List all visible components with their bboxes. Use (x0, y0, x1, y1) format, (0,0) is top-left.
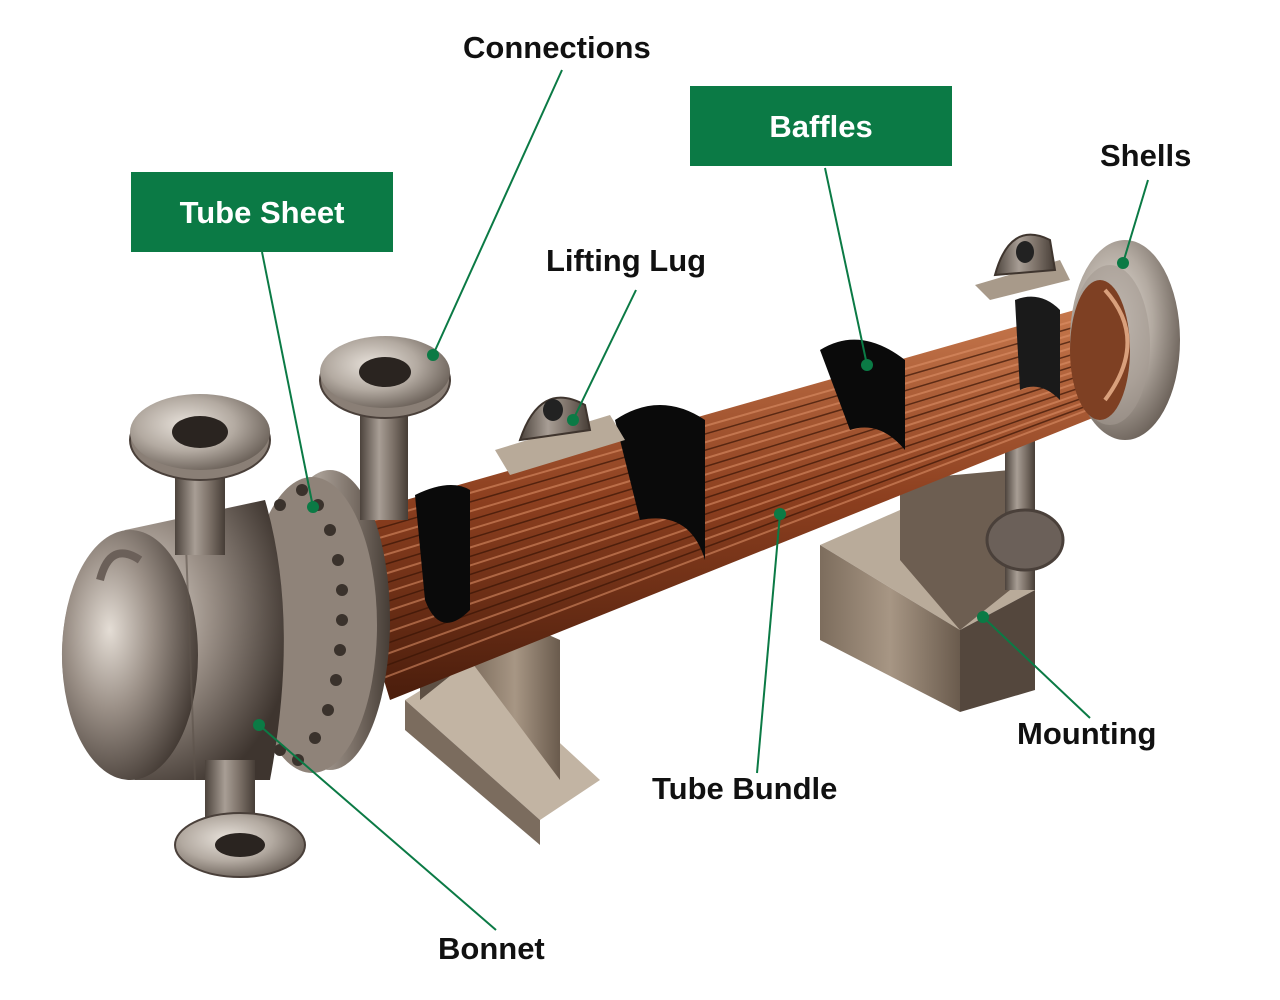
dot-tube-bundle (774, 508, 786, 520)
dot-mounting (977, 611, 989, 623)
lifting-lug-right (975, 233, 1070, 300)
leader-dots (253, 257, 1129, 731)
left-nozzle (96, 394, 271, 582)
leader-baffles (824, 167, 868, 366)
label-mounting: Mounting (1017, 716, 1157, 751)
label-connections: Connections (463, 30, 651, 65)
leader-mounting (982, 616, 1091, 719)
label-tube-bundle: Tube Bundle (652, 771, 838, 806)
label-tube-sheet: Tube Sheet (131, 172, 393, 252)
right-nozzle (319, 336, 451, 520)
leader-tube-bundle (756, 513, 781, 774)
leader-shells (1122, 179, 1149, 264)
bottom-nozzle (174, 760, 306, 878)
dot-connections (427, 349, 439, 361)
baffles (415, 296, 1060, 623)
label-baffles: Baffles (690, 86, 952, 166)
label-bonnet: Bonnet (438, 931, 545, 966)
leader-lifting-lug (572, 289, 637, 421)
lifting-lug-middle (495, 396, 625, 475)
dot-shells (1117, 257, 1129, 269)
dot-tube-sheet (307, 501, 319, 513)
dot-lifting-lug (567, 414, 579, 426)
right-mounting-support (820, 440, 1065, 712)
leader-connections (432, 69, 563, 356)
leader-lines (258, 69, 1149, 931)
bonnet (61, 500, 284, 781)
label-lifting-lug: Lifting Lug (546, 243, 707, 278)
dot-bonnet (253, 719, 265, 731)
shell-end (1070, 240, 1180, 440)
label-shells: Shells (1100, 138, 1192, 173)
leader-tube-sheet (261, 251, 314, 508)
leader-bonnet (258, 724, 497, 931)
dot-baffles (861, 359, 873, 371)
tube-bundle (335, 300, 1150, 700)
